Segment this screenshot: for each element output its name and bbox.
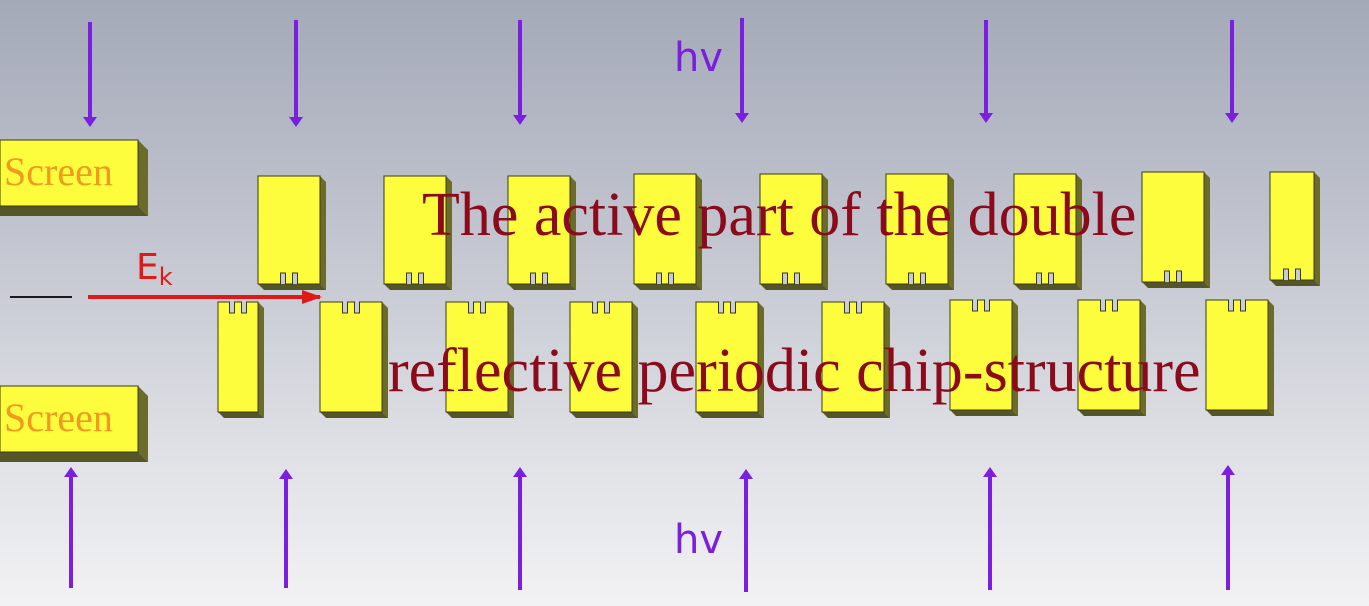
electron-energy-label: Ek (136, 247, 173, 291)
chip-bottom (320, 412, 388, 418)
chip-bottom (570, 412, 638, 418)
chip (1013, 173, 1082, 290)
chip-face (633, 173, 697, 285)
chip-side (1314, 172, 1320, 286)
chip-face (1141, 171, 1205, 283)
chip-side (382, 302, 388, 418)
chip-side (1204, 172, 1210, 288)
chip-face (445, 301, 509, 413)
chip-side (696, 174, 702, 290)
chip (569, 301, 638, 418)
chip (383, 175, 452, 290)
chip-face (821, 301, 885, 413)
chip (821, 301, 890, 418)
chip-face (759, 173, 823, 285)
chip (1205, 299, 1274, 416)
screen-face (0, 139, 139, 207)
chip-face (507, 175, 571, 285)
chip-bottom (1142, 282, 1210, 288)
chip (1077, 299, 1146, 416)
chip (217, 301, 264, 418)
chip-side (446, 176, 452, 290)
electron-energy-subscript: k (158, 263, 173, 291)
chip-face (217, 301, 259, 413)
chip (759, 173, 828, 290)
chip-side (822, 174, 828, 290)
screen-block (0, 385, 148, 462)
chip-row-bottom (217, 299, 1274, 418)
chip-bottom (384, 284, 452, 290)
screen-bottom (0, 206, 148, 216)
screen-label-bottom: Screen (4, 395, 113, 440)
chip-bottom (1014, 284, 1082, 290)
chip (257, 175, 326, 290)
chip-face (1077, 299, 1141, 411)
chip-face (569, 301, 633, 413)
chip (507, 175, 576, 290)
chip-side (758, 302, 764, 418)
chip-side (948, 174, 954, 290)
chip-side (1140, 300, 1146, 416)
chip-row-top (257, 171, 1320, 290)
chip-face (319, 301, 383, 413)
chip (1269, 171, 1320, 286)
chip-face (1013, 173, 1077, 285)
photon-arrows-top (83, 18, 1239, 127)
screen-side (138, 386, 148, 462)
photon-arrows-bottom (64, 465, 1235, 592)
chip (949, 299, 1018, 416)
chip-face (257, 175, 321, 285)
chip-bottom (950, 410, 1018, 416)
chip-side (258, 302, 264, 418)
chip-bottom (696, 412, 764, 418)
chip-bottom (1206, 410, 1274, 416)
caption-line-1: The active part of the double (422, 181, 1137, 249)
chip (885, 173, 954, 290)
chip-bottom (218, 412, 264, 418)
chip-bottom (258, 284, 326, 290)
chip (695, 301, 764, 418)
chip-face (383, 175, 447, 285)
chip-bottom (1270, 280, 1320, 286)
chip-face (1269, 171, 1315, 281)
photon-label-bottom: hv (674, 517, 724, 563)
chip (633, 173, 702, 290)
chip-side (1076, 174, 1082, 290)
screens (0, 139, 148, 462)
chip (1141, 171, 1210, 288)
screen-side (138, 140, 148, 216)
caption-line-2: reflective periodic chip-structure (388, 337, 1201, 405)
chip-face (949, 299, 1013, 411)
chip-face (695, 301, 759, 413)
chip-side (320, 176, 326, 290)
screen-block (0, 139, 148, 216)
screen-bottom (0, 452, 148, 462)
chip-face (885, 173, 949, 285)
chip-side (570, 176, 576, 290)
chip-side (1268, 300, 1274, 416)
chip-bottom (446, 412, 514, 418)
chip (445, 301, 514, 418)
chip-side (632, 302, 638, 418)
chip-bottom (1078, 410, 1146, 416)
chip-bottom (634, 284, 702, 290)
electron-energy-symbol: E (136, 247, 159, 288)
photon-label-top: hv (674, 35, 724, 81)
screen-face (0, 385, 139, 453)
chip-side (884, 302, 890, 418)
chip-side (508, 302, 514, 418)
chip (319, 301, 388, 418)
chip-bottom (822, 412, 890, 418)
chip-bottom (760, 284, 828, 290)
chip-face (1205, 299, 1269, 411)
chip-side (1012, 300, 1018, 416)
chip-bottom (508, 284, 576, 290)
chip-bottom (886, 284, 954, 290)
screen-label-top: Screen (4, 149, 113, 194)
